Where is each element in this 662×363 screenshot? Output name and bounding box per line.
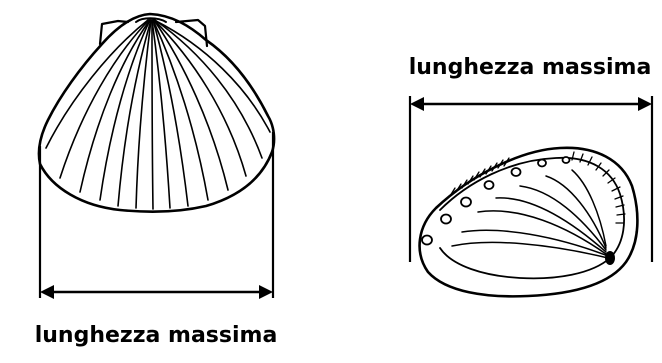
abalone-muscle-scar — [605, 251, 615, 265]
abalone-shell: lunghezza massima — [409, 55, 652, 296]
abalone-arrowhead-left — [410, 97, 424, 111]
scallop-arrowhead-left — [40, 285, 54, 299]
scallop-shell: lunghezza massima — [35, 14, 278, 348]
scallop-ribs — [46, 20, 270, 209]
abalone-inner-lip — [440, 158, 624, 279]
scallop-outline — [39, 14, 274, 212]
abalone-arrowhead-right — [638, 97, 652, 111]
scallop-arrowhead-right — [259, 285, 273, 299]
abalone-measurement-label: lunghezza massima — [409, 55, 652, 80]
scallop-measurement-label: lunghezza massima — [35, 323, 278, 348]
